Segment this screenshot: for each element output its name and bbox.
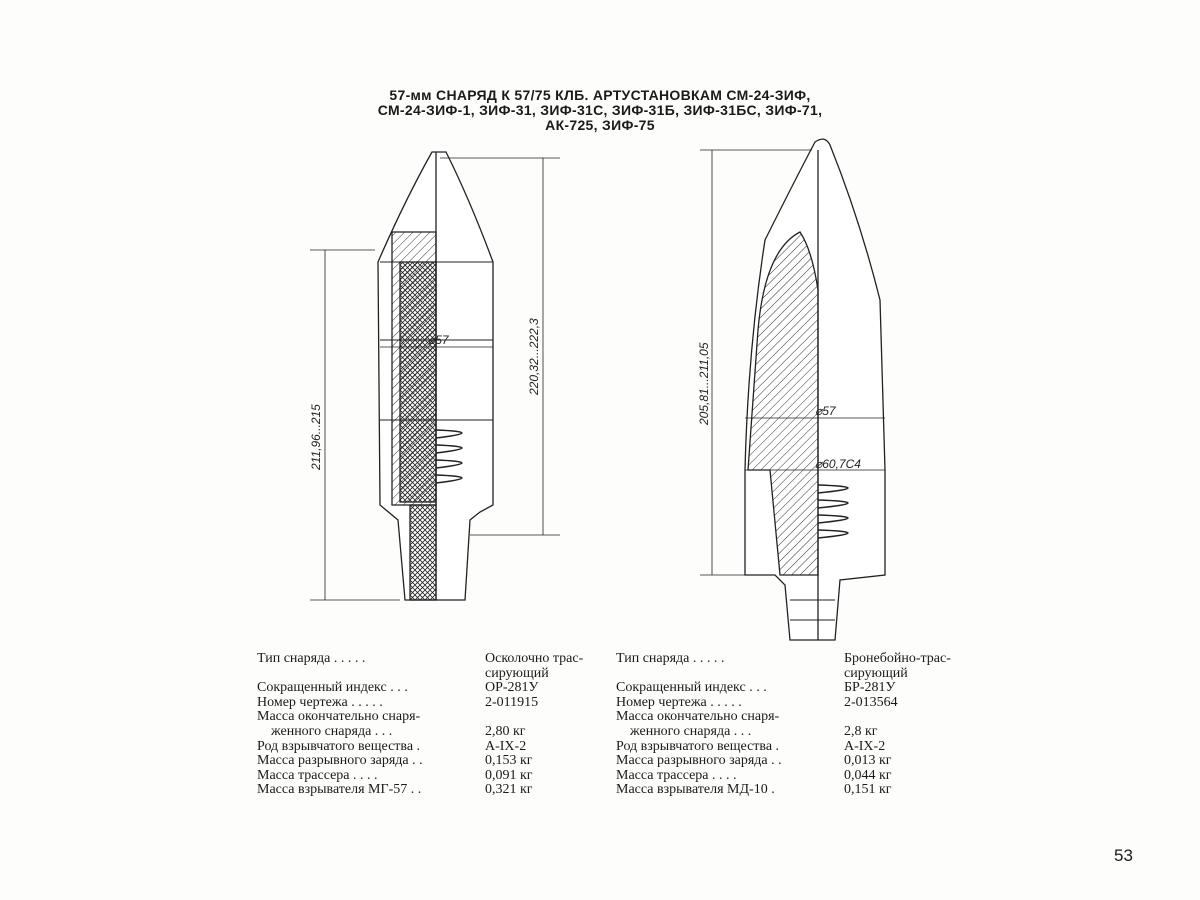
spec-value: Осколочно трас- [485,651,584,666]
spec-value: 0,091 кг [485,767,533,783]
spec-label: Сокращенный индекс . . . [257,680,408,696]
right-band-diameter: ⌀60,7С4 [815,457,861,471]
left-overall-dimension: 211,96...215 [309,404,323,471]
spec-label: Сокращенный индекс . . . [616,680,767,696]
spec-value: А-IX-2 [485,738,527,754]
spec-value: А-IX-2 [844,738,886,754]
spec-value: сирующий [485,665,549,681]
spec-label: Номер чертежа . . . . . [257,694,383,710]
spec-label: Номер чертежа . . . . . [616,694,742,710]
spec-value: 2,8 кг [844,723,878,739]
spec-value: 2-011915 [485,694,539,710]
spec-value: 0,153 кг [485,753,533,769]
spec-value: 0,044 кг [844,767,892,783]
fragmentation-tracer-shell-drawing [310,151,560,601]
title-line: СМ-24-ЗИФ-1, ЗИФ-31, ЗИФ-31С, ЗИФ-31Б, З… [377,102,823,118]
spec-label: Масса разрывного заряда . . [257,753,423,769]
spec-value: Бронебойно-трас- [844,651,951,666]
spec-value: 0,013 кг [844,753,892,769]
page-title: 57-мм СНАРЯД К 57/75 КЛБ. АРТУСТАНОВКАМ … [300,88,900,133]
right-spec-table: Тип снаряда . . . . . Бронебойно-трас- си… [616,651,951,798]
spec-label: Масса трассера . . . . [616,767,737,783]
left-diameter: ⌀57 [428,333,450,347]
right-overall-dimension: 205,81...211,05 [697,342,711,426]
page-number: 53 [1114,846,1133,865]
spec-label: женного снаряда . . . [271,723,393,739]
title-line: АК-725, ЗИФ-75 [545,117,655,133]
spec-value: сирующий [844,665,908,681]
spec-label: Масса разрывного заряда . . [616,753,782,769]
spec-value: 2-013564 [844,694,898,710]
left-body-dimension: 220,32...222,3 [527,318,541,396]
spec-value: БР-281У [844,680,896,696]
spec-label: женного снаряда . . . [630,723,752,739]
spec-value: 2,80 кг [485,723,526,739]
spec-value: 0,151 кг [844,782,892,798]
spec-label: Масса взрывателя МД-10 . [616,782,775,798]
spec-label: Род взрывчатого вещества . [257,738,421,754]
spec-label: Род взрывчатого вещества . [616,738,780,754]
spec-value: ОР-281У [485,680,539,696]
armor-piercing-tracer-shell-drawing [700,138,886,641]
spec-label: Масса окончательно снаря- [257,709,421,725]
spec-label: Масса окончательно снаря- [616,709,780,725]
title-line: 57-мм СНАРЯД К 57/75 КЛБ. АРТУСТАНОВКАМ … [389,87,811,103]
right-diameter: ⌀57 [815,404,837,418]
spec-label: Тип снаряда . . . . . [257,651,366,666]
spec-label: Масса взрывателя МГ-57 . . [257,782,422,798]
spec-value: 0,321 кг [485,782,533,798]
left-spec-table: Тип снаряда . . . . . Осколочно трас- сир… [257,651,584,798]
spec-label: Масса трассера . . . . [257,767,378,783]
spec-label: Тип снаряда . . . . . [616,651,725,666]
